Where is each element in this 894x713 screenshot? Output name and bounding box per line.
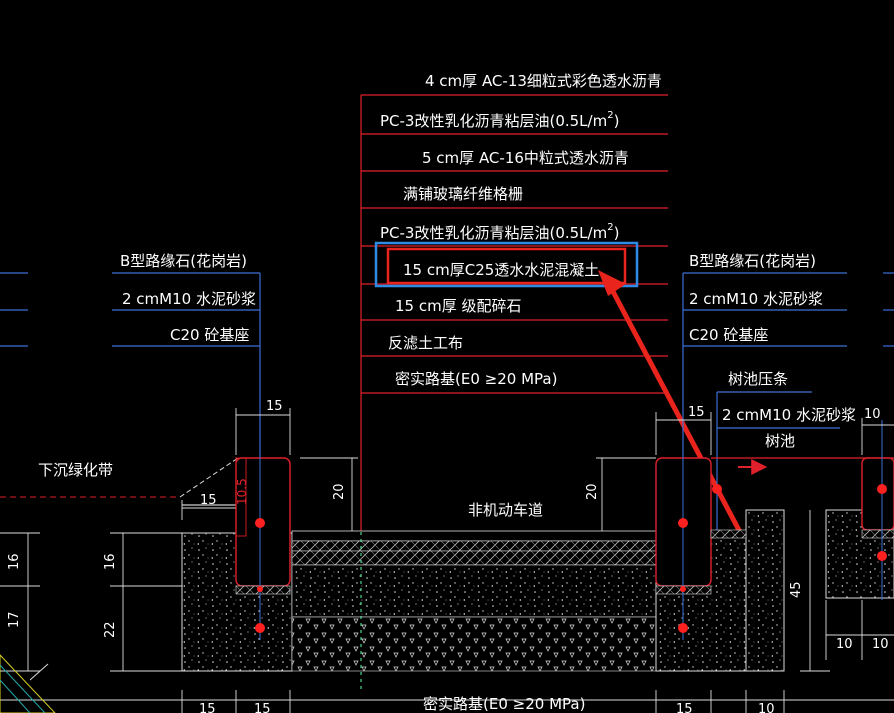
left-curb-callout: B型路缘石(花岗岩) 2 cmM10 水泥砂浆 C20 砼基座 [0,252,261,630]
layer-label-4: 满铺玻璃纤维格栅 [403,185,523,203]
layer-label-5: PC-3改性乳化沥青粘层油(0.5L/m2) [380,222,619,242]
right-curb-label-2: 2 cmM10 水泥砂浆 [689,290,823,308]
dim-green-offset: 15 [200,493,217,508]
subgrade-bottom-label: 密实路基(E0 ≥20 MPa) [423,695,585,713]
layer-label-7: 15 cm厚 级配碎石 [395,297,521,315]
pointer-arrow [598,270,763,572]
dim-bottom-15c: 15 [676,702,693,713]
green-belt-area: 下沉绿化带 [0,457,239,506]
tree-pit-edge-block [745,509,785,672]
dim-curb-width-left: 15 [266,399,283,414]
left-curb-label-1: B型路缘石(花岗岩) [120,252,247,270]
dim-right-10a: 10 [836,637,853,652]
left-curb-label-2: 2 cmM10 水泥砂浆 [122,290,256,308]
dim-left-17: 17 [7,611,22,628]
tree-pit-callout: 树池压条 2 cmM10 水泥砂浆 树池 [716,370,856,530]
layer-label-6-highlighted: 15 cm厚C25透水水泥混凝土 [403,261,599,279]
far-right-mortar [861,529,894,539]
dim-right-10c: 10 [864,407,881,422]
left-mortar-bed [235,585,291,595]
right-curb-label-3: C20 砼基座 [689,326,768,344]
dim-right-10b: 10 [872,637,889,652]
layer-label-1: 4 cm厚 AC-13细粒式彩色透水沥青 [425,72,662,90]
dim-bottom-10: 10 [758,702,775,713]
right-curb-label-1: B型路缘石(花岗岩) [689,252,816,270]
layer-label-3: 5 cm厚 AC-16中粒式透水沥青 [422,149,629,167]
pavement-layers: 非机动车道 [291,501,657,672]
dim-pit-depth: 45 [789,581,804,598]
lane-label: 非机动车道 [468,501,543,519]
dimension-values: 15 15 15 20 20 10.5 16 17 16 22 45 10 10… [7,399,889,713]
dim-bottom-15b: 15 [254,702,271,713]
dim-curb-height-left: 20 [332,483,347,500]
dim-bottom-15a: 15 [199,702,216,713]
dim-left-16: 16 [7,553,22,570]
dim-small-red: 10.5 [235,478,249,505]
tree-pit-mortar-label: 2 cmM10 水泥砂浆 [722,406,856,424]
slope-hatch [0,654,56,713]
tree-pit-label: 树池 [765,432,795,450]
green-belt-label: 下沉绿化带 [38,461,113,479]
layer-label-9: 密实路基(E0 ≥20 MPa) [395,370,557,388]
axis-lines [255,420,887,690]
layer-label-8: 反滤土工布 [388,334,463,352]
layer-label-2: PC-3改性乳化沥青粘层油(0.5L/m2) [380,110,619,130]
tree-pit-edge-label: 树池压条 [728,370,788,388]
dim-curb-width-right: 15 [688,405,705,420]
far-right-curb [861,457,894,531]
tree-pit-cap [710,529,747,539]
dim-curb-height-right: 20 [585,483,600,500]
left-curb-label-3: C20 砼基座 [170,326,249,344]
highlight-box-red [386,247,627,285]
dim-left-16b: 16 [103,553,118,570]
dim-left-22: 22 [103,621,118,638]
callout-labels: 4 cm厚 AC-13细粒式彩色透水沥青 PC-3改性乳化沥青粘层油(0.5L/… [380,72,662,388]
highlight-box-blue [374,241,639,288]
dimension-annotations [0,408,894,713]
